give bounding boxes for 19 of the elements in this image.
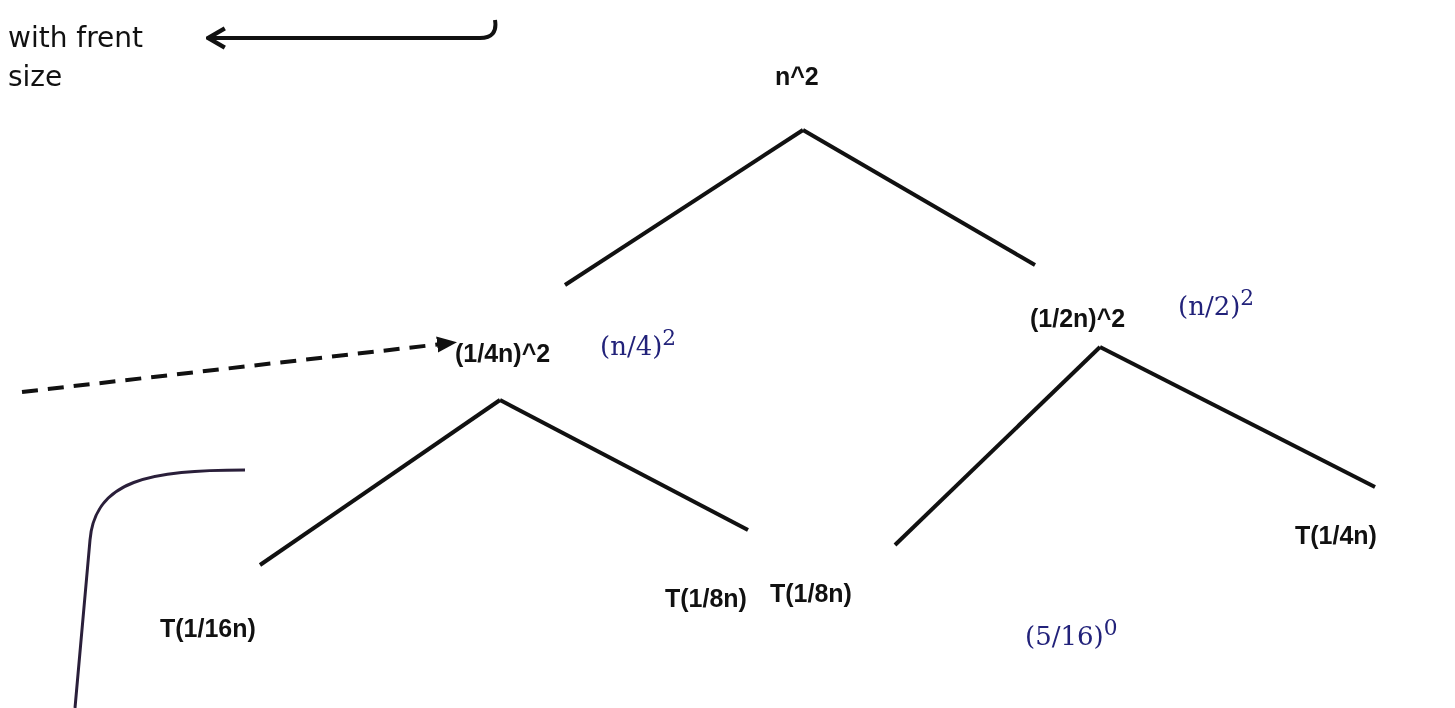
tree-node-label: T(1/8n) — [660, 530, 765, 625]
tree-node-label: (1/2n)^2 — [1030, 265, 1180, 347]
handwritten-note: with frent size — [8, 18, 208, 108]
tree-node-label: n^2 — [755, 55, 850, 130]
tree-node-label: T(1/16n) — [155, 565, 295, 655]
tree-branch-line — [563, 128, 805, 287]
handwritten-annotation: (5/16)$^{0}$ — [1025, 615, 1118, 651]
handwritten-annotation: (n/2)$^{2}$ — [1178, 285, 1255, 321]
tree-branch-line — [893, 345, 1102, 547]
arrow — [21, 336, 457, 394]
tree-branch-line — [802, 128, 1036, 267]
handwritten-annotation: (n/4)$^{2}$ — [600, 325, 677, 361]
tree-branch-line — [1099, 345, 1376, 489]
tree-branch-line — [499, 398, 749, 532]
tree-node-label: T(1/4n) — [1290, 487, 1450, 562]
arrow — [205, 19, 498, 50]
tree-node-label: T(1/8n) — [765, 545, 905, 620]
tree-branch-line — [258, 398, 502, 567]
tree-node-label: (1/4n)^2 — [455, 285, 595, 400]
